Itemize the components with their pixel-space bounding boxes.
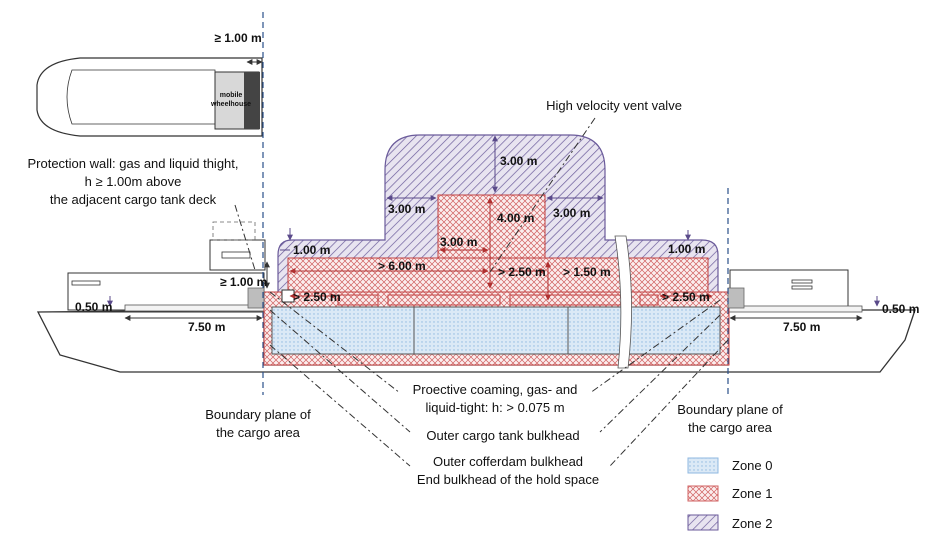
note-coaming-2: liquid-tight: h: > 0.075 m [425,400,564,415]
dim-inner-height: 4.00 m [497,211,534,225]
dim-inner-left: 3.00 m [440,235,477,249]
legend-label-zone-2: Zone 2 [732,516,772,531]
fore-superstructure [729,269,849,309]
aft-superstructure [67,272,265,311]
legend: Zone 0 Zone 1 Zone 2 [687,457,772,531]
zone-0-tanks [271,306,721,355]
dim-dome-right: 3.00 m [553,206,590,220]
legend-label-zone-0: Zone 0 [732,458,772,473]
dim-span-left: > 6.00 m [378,259,426,273]
mobile-wheelhouse-label-2: wheelhouse [210,101,251,108]
dim-span-mid: > 2.50 m [498,265,546,279]
dim-deck-right: 0.50 m [882,302,919,316]
legend-swatch-zone-2 [687,514,719,531]
note-boundary-left-1: Boundary plane of [205,407,311,422]
dim-dome-height: 3.00 m [500,154,537,168]
deck-left [124,304,266,312]
note-boundary-right-1: Boundary plane of [677,402,783,417]
note-vent-valve: High velocity vent valve [546,98,682,113]
dim-deck-left: 0.50 m [75,300,112,314]
legend-swatch-zone-0 [687,457,719,474]
dim-wall-height: ≥ 1.00 m [220,275,267,289]
wheelhouse-boat-top [36,57,263,137]
dim-left-top: 1.00 m [293,243,330,257]
note-protection-wall-1: Protection wall: gas and liquid thight, [27,156,238,171]
deck-right [727,305,863,313]
vent-pipe [614,235,632,369]
note-tank-bulkhead: Outer cargo tank bulkhead [426,428,579,443]
dim-dist-right: 7.50 m [783,320,820,334]
note-boundary-left-2: the cargo area [216,425,301,440]
dim-low-left: > 2.50 m [293,290,341,304]
note-protection-wall-3: the adjacent cargo tank deck [50,192,217,207]
dim-dist-left: 7.50 m [188,320,225,334]
dim-top-clearance: ≥ 1.00 m [214,31,261,45]
dim-right-top: 1.00 m [668,242,705,256]
dim-span-right: > 1.50 m [563,265,611,279]
dim-dome-left: 3.00 m [388,202,425,216]
note-coaming-1: Proective coaming, gas- and [413,382,578,397]
legend-swatch-zone-1 [687,485,719,502]
legend-label-zone-1: Zone 1 [732,486,772,501]
mobile-wheelhouse-label-1: mobile [220,92,243,99]
dim-low-right: > 2.50 m [662,290,710,304]
note-protection-wall-2: h ≥ 1.00m above [85,174,182,189]
note-cofferdam-2: End bulkhead of the hold space [417,472,599,487]
note-cofferdam-1: Outer cofferdam bulkhead [433,454,583,469]
leader-lines [234,117,729,467]
note-boundary-right-2: the cargo area [688,420,773,435]
